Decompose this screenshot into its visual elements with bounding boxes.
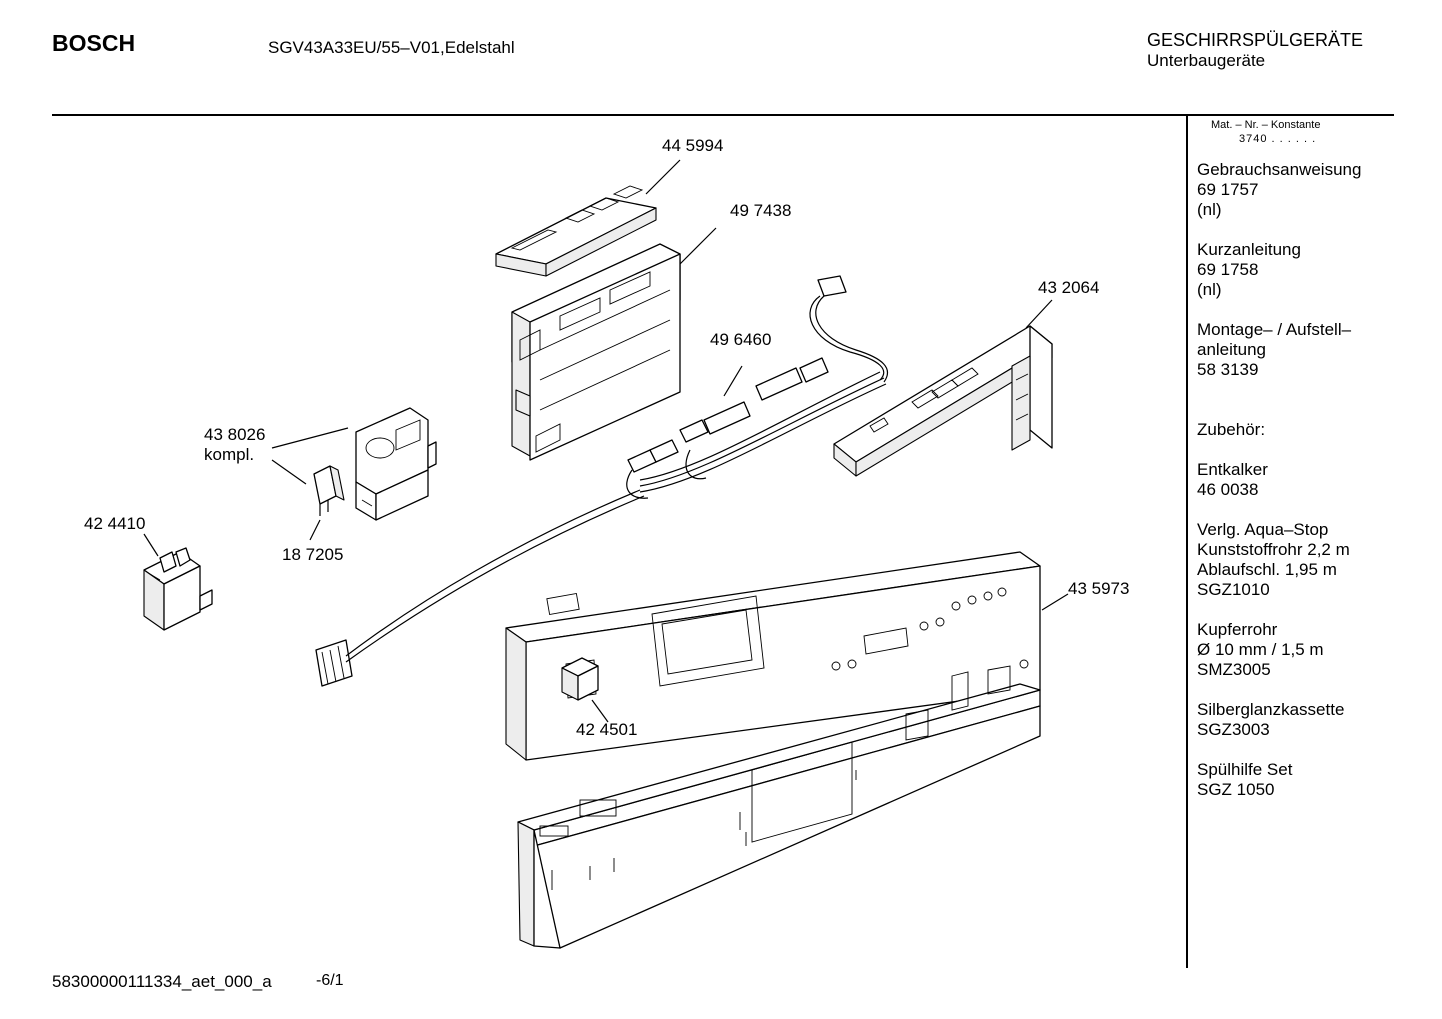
sidebar-section-zubehoer: Zubehör: bbox=[1197, 420, 1397, 440]
part-label-496460: 49 6460 bbox=[710, 330, 772, 349]
sidebar-line: 69 1757 bbox=[1197, 180, 1259, 199]
sidebar-line: Ablaufschl. 1,95 m bbox=[1197, 560, 1337, 579]
sidebar-line: Gebrauchsanweisung bbox=[1197, 160, 1362, 179]
sidebar-section-gebrauchsanweisung: Gebrauchsanweisung 69 1757 (nl) bbox=[1197, 160, 1397, 220]
header-divider bbox=[52, 114, 1394, 116]
leader-line bbox=[591, 699, 609, 723]
sidebar-divider bbox=[1186, 116, 1188, 968]
sidebar-line: 46 0038 bbox=[1197, 480, 1259, 499]
part-keypad-strip[interactable] bbox=[495, 185, 657, 277]
sidebar-line: Kupferrohr bbox=[1197, 620, 1278, 639]
leader-line bbox=[271, 459, 307, 485]
sidebar: Mat. – Nr. – Konstante 3740 . . . . . . … bbox=[1197, 118, 1397, 800]
part-label-497438: 49 7438 bbox=[730, 201, 792, 220]
part-switch-assembly[interactable] bbox=[355, 407, 437, 521]
part-label-445994: 44 5994 bbox=[662, 136, 724, 155]
appliance-category: GESCHIRRSPÜLGERÄTE bbox=[1147, 30, 1364, 50]
sidebar-line: Kurzanleitung bbox=[1197, 240, 1301, 259]
sidebar-section-kurzanleitung: Kurzanleitung 69 1758 (nl) bbox=[1197, 240, 1397, 300]
leader-line bbox=[309, 519, 321, 541]
part-small-cube[interactable] bbox=[561, 657, 599, 701]
part-label-438026-kompl: kompl. bbox=[204, 445, 255, 464]
sidebar-line: anleitung bbox=[1197, 340, 1267, 359]
sidebar-section-silberglanz: Silberglanzkassette SGZ3003 bbox=[1197, 700, 1397, 740]
part-label-432064: 43 2064 bbox=[1038, 278, 1100, 297]
mat-number-value: 3740 . . . . . . bbox=[1239, 133, 1317, 145]
part-inner-door-panel[interactable] bbox=[505, 551, 1041, 949]
sidebar-section-aquastop: Verlg. Aqua–Stop Kunststoffrohr 2,2 m Ab… bbox=[1197, 520, 1397, 600]
part-label-187205: 18 7205 bbox=[282, 545, 344, 564]
sidebar-line: SGZ 1050 bbox=[1197, 780, 1275, 799]
model-number: SGV43A33EU/55–V01,Edelstahl bbox=[268, 38, 515, 57]
sidebar-line: SGZ3003 bbox=[1197, 720, 1270, 739]
brand-logo: BOSCH bbox=[52, 30, 136, 56]
sidebar-line: Montage– / Aufstell– bbox=[1197, 320, 1352, 339]
leader-line bbox=[645, 159, 681, 195]
leader-line bbox=[271, 427, 349, 449]
sidebar-line: (nl) bbox=[1197, 280, 1222, 299]
sidebar-line: 69 1758 bbox=[1197, 260, 1259, 279]
sidebar-line: Ø 10 mm / 1,5 m bbox=[1197, 640, 1324, 659]
exploded-parts-diagram bbox=[143, 159, 1069, 949]
leader-line bbox=[1041, 593, 1069, 611]
sidebar-section-spuelhilfe: Spülhilfe Set SGZ 1050 bbox=[1197, 760, 1397, 800]
sidebar-line: Verlg. Aqua–Stop bbox=[1197, 520, 1329, 539]
sidebar-section-entkalker: Entkalker 46 0038 bbox=[1197, 460, 1397, 500]
sidebar-line: Spülhilfe Set bbox=[1197, 760, 1293, 779]
sidebar-line: Entkalker bbox=[1197, 460, 1268, 479]
page-number: -6/1 bbox=[316, 972, 344, 989]
leader-line bbox=[723, 365, 743, 397]
leader-line bbox=[1025, 299, 1053, 329]
appliance-subcategory: Unterbaugeräte bbox=[1147, 51, 1266, 70]
part-label-424501: 42 4501 bbox=[576, 720, 638, 739]
part-micro-switch[interactable] bbox=[313, 465, 345, 516]
mat-number-label: Mat. – Nr. – Konstante bbox=[1211, 119, 1321, 131]
leader-line bbox=[679, 227, 717, 265]
part-control-module[interactable] bbox=[511, 243, 681, 461]
document-code: 58300000111334_aet_000_a bbox=[52, 972, 272, 991]
part-wiring-harness[interactable] bbox=[315, 275, 889, 687]
sidebar-line: 58 3139 bbox=[1197, 360, 1259, 379]
sidebar-section-montage: Montage– / Aufstell– anleitung 58 3139 bbox=[1197, 320, 1397, 380]
leader-line bbox=[143, 533, 159, 557]
part-label-435973: 43 5973 bbox=[1068, 579, 1130, 598]
sidebar-line: Kunststoffrohr 2,2 m bbox=[1197, 540, 1350, 559]
part-label-438026: 43 8026 bbox=[204, 425, 266, 444]
part-label-424410: 42 4410 bbox=[84, 514, 146, 533]
part-relay-block[interactable] bbox=[143, 547, 213, 631]
sidebar-line: SGZ1010 bbox=[1197, 580, 1270, 599]
sidebar-line: SMZ3005 bbox=[1197, 660, 1271, 679]
sidebar-line: (nl) bbox=[1197, 200, 1222, 219]
part-frame-panel[interactable] bbox=[833, 325, 1053, 477]
sidebar-line: Silberglanzkassette bbox=[1197, 700, 1345, 719]
sidebar-section-kupferrohr: Kupferrohr Ø 10 mm / 1,5 m SMZ3005 bbox=[1197, 620, 1397, 680]
sidebar-line: Zubehör: bbox=[1197, 420, 1266, 439]
